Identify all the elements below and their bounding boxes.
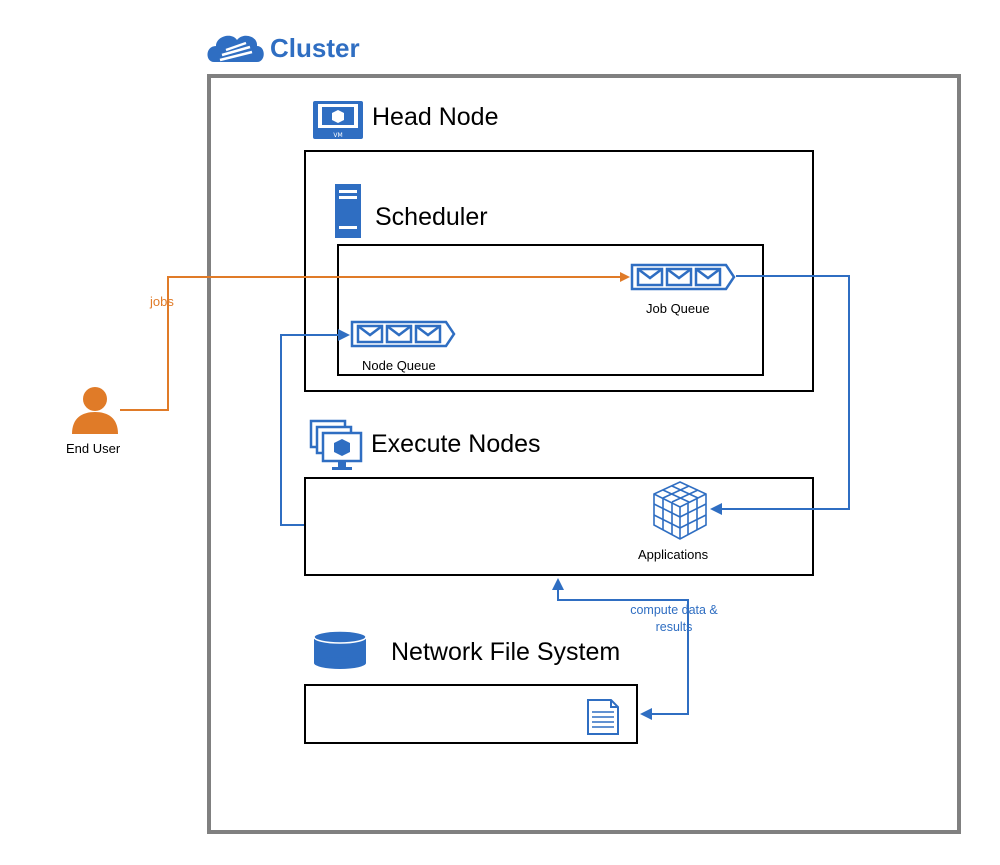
scheduler-box: [337, 244, 764, 376]
scheduler-title: Scheduler: [375, 203, 488, 231]
cube-grid-icon: [653, 481, 707, 540]
end-user-label: End User: [66, 441, 121, 456]
execute-nodes-box: [304, 477, 814, 576]
compute-data-up-connector: [552, 578, 689, 640]
jobs-label: jobs: [150, 294, 174, 309]
user-icon: [72, 387, 118, 434]
head-node-box: [304, 150, 814, 392]
job-queue-to-apps-connector: [710, 275, 850, 515]
head-node-title: Head Node: [372, 103, 499, 131]
stacked-vm-icon: [309, 419, 363, 470]
node-queue-label: Node Queue: [362, 358, 436, 373]
vm-monitor-icon: VM: [313, 101, 363, 139]
cloud-arrows-icon: [207, 35, 264, 62]
job-queue-label: Job Queue: [646, 301, 710, 316]
jobs-connector: [120, 272, 630, 411]
nfs-title: Network File System: [391, 638, 621, 666]
job-queue-icon: [630, 263, 736, 291]
svg-text:VM: VM: [333, 132, 342, 139]
cluster-frame: [207, 74, 961, 834]
nfs-box: [304, 684, 638, 744]
applications-label: Applications: [638, 547, 709, 562]
execute-nodes-title: Execute Nodes: [371, 430, 541, 458]
compute-data-down-connector: [640, 640, 689, 720]
document-icon: [587, 699, 619, 735]
server-tower-icon: [335, 184, 361, 238]
exec-to-node-queue-connector: [280, 329, 350, 526]
database-icon: [313, 630, 367, 669]
compute-data-label: compute data & results: [630, 603, 718, 634]
node-queue-icon: [350, 320, 456, 348]
cluster-title: Cluster: [270, 33, 360, 63]
